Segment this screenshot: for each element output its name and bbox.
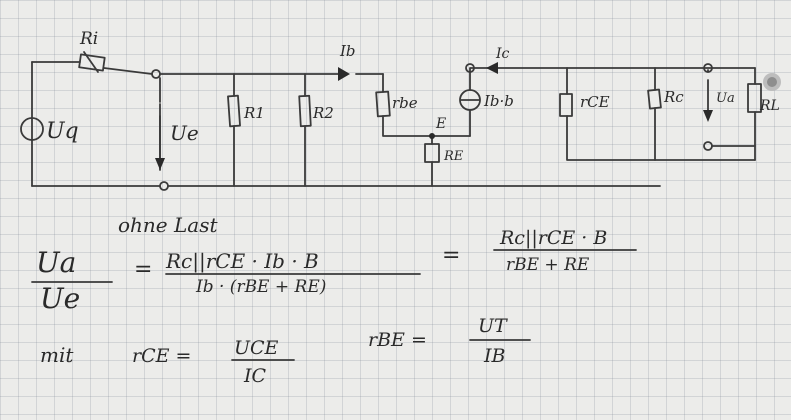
frac2-numerator: Rc||rCE · B [499, 227, 607, 249]
label-uq: Uq [46, 119, 79, 144]
input-terminals [151, 69, 169, 191]
label-ue: Ue [170, 121, 199, 145]
label-source-ctrl: Ib·b [483, 92, 514, 110]
label-r1: R1 [243, 104, 265, 122]
resistor-rl [747, 83, 762, 113]
resistor-r1 [227, 94, 241, 128]
label-ua: Ua [716, 91, 735, 106]
ue-arrow [155, 103, 165, 170]
circuit-labels: Ri Uq Ue R1 R2 rbe Ib E RE Ic Ib·b rCE R… [46, 29, 780, 164]
label-rl: RL [759, 98, 780, 114]
rce-numerator: UCE [234, 337, 279, 359]
controlled-current-source [459, 63, 481, 111]
resistor-rce [559, 93, 573, 117]
resistor-re [424, 143, 440, 163]
label-rc: Rc [663, 88, 684, 106]
gain-derivation: ohne Last Ua Ue = Rc||rCE · Ib · B Ib · … [31, 213, 637, 387]
frac2-denominator: rBE + RE [506, 255, 590, 275]
ib-arrow [338, 67, 350, 81]
resistor-rc [647, 88, 662, 110]
label-ic: Ic [495, 46, 510, 62]
output-terminals [703, 63, 713, 151]
rce-denominator: IC [243, 365, 267, 387]
circuit-wires [31, 61, 756, 187]
mit-label: mit [40, 343, 74, 367]
label-re: RE [443, 149, 464, 164]
label-e: E [435, 116, 446, 132]
resistor-r2 [298, 94, 312, 128]
rbe-lhs: rBE = [368, 329, 427, 351]
rbe-numerator: UT [478, 315, 508, 337]
label-rce: rCE [580, 93, 610, 111]
resistor-ri [78, 51, 106, 73]
gain-lhs-denominator: Ue [40, 282, 80, 315]
node-e [429, 133, 435, 139]
frac1-numerator: Rc||rCE · Ib · B [165, 249, 319, 274]
label-ib: Ib [339, 42, 356, 60]
frac1-denominator: Ib · (rBE + RE) [195, 277, 326, 297]
equals-1: = [134, 257, 152, 282]
gain-lhs-numerator: Ua [36, 246, 76, 279]
voltage-source-uq [20, 117, 44, 141]
rce-lhs: rCE = [132, 345, 191, 367]
label-r2: R2 [312, 104, 334, 122]
pin-hole [763, 73, 781, 91]
ua-arrow [703, 79, 713, 122]
equals-2: = [442, 243, 460, 268]
label-rbe: rbe [392, 94, 418, 112]
label-ri: Ri [79, 29, 98, 49]
ic-arrow [486, 62, 498, 74]
heading-ohne-last: ohne Last [118, 213, 218, 237]
resistor-rbe [375, 90, 391, 118]
rbe-denominator: IB [483, 345, 506, 367]
